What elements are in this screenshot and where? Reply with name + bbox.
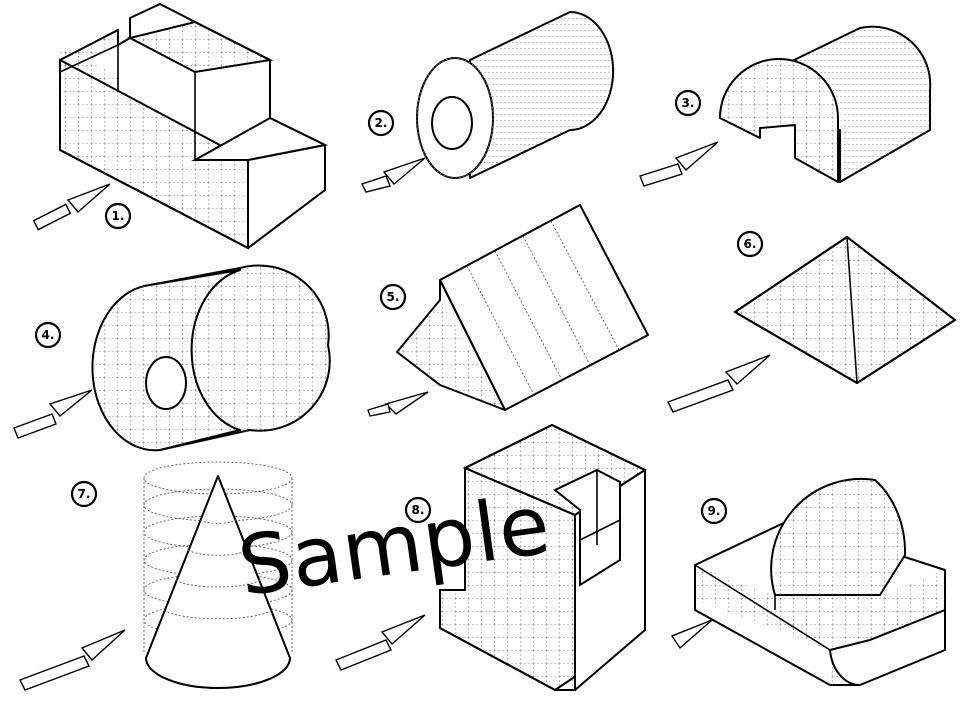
view-arrow-5: [367, 391, 429, 417]
figure-1-label: 1.: [104, 202, 132, 230]
view-arrow-2: [361, 157, 426, 193]
view-arrow-9: [670, 619, 713, 650]
view-arrow-4: [13, 389, 93, 439]
figure-9-label: 9.: [700, 497, 728, 525]
figure-4-label: 4.: [34, 321, 62, 349]
svg-text:7.: 7.: [78, 487, 91, 501]
figure-1-number: 1.: [112, 209, 125, 223]
figure-5-label: 5.: [379, 283, 407, 311]
view-arrow-1: [32, 183, 111, 231]
figure-6-pyramid: [733, 235, 957, 385]
svg-text:3.: 3.: [682, 96, 695, 110]
figure-2-label: 2.: [367, 109, 395, 137]
view-arrow-3: [639, 141, 719, 187]
view-arrow-8: [335, 614, 426, 671]
view-arrow-6: [667, 354, 771, 413]
svg-text:9.: 9.: [708, 504, 721, 518]
figure-8-notched-block: [439, 423, 648, 691]
figure-3-arch-block: [719, 25, 932, 183]
figure-8-label: 8.: [404, 496, 432, 524]
figure-7-cone: [143, 461, 293, 689]
view-arrow-7: [19, 629, 126, 691]
figure-1-stepped-block: [59, 3, 329, 250]
svg-text:6.: 6.: [744, 237, 757, 251]
figure-6-label: 6.: [736, 230, 764, 258]
figure-5-wedge: [396, 204, 649, 411]
svg-text:8.: 8.: [412, 503, 425, 517]
figure-7-label: 7.: [70, 480, 98, 508]
svg-text:5.: 5.: [387, 290, 400, 304]
figure-9-disc-on-base: [694, 477, 946, 690]
svg-text:4.: 4.: [42, 328, 55, 342]
figure-4-oval-block: [91, 264, 331, 452]
figure-3-label: 3.: [674, 89, 702, 117]
svg-text:2.: 2.: [375, 116, 388, 130]
figure-2-hollow-cylinder: [416, 11, 615, 179]
